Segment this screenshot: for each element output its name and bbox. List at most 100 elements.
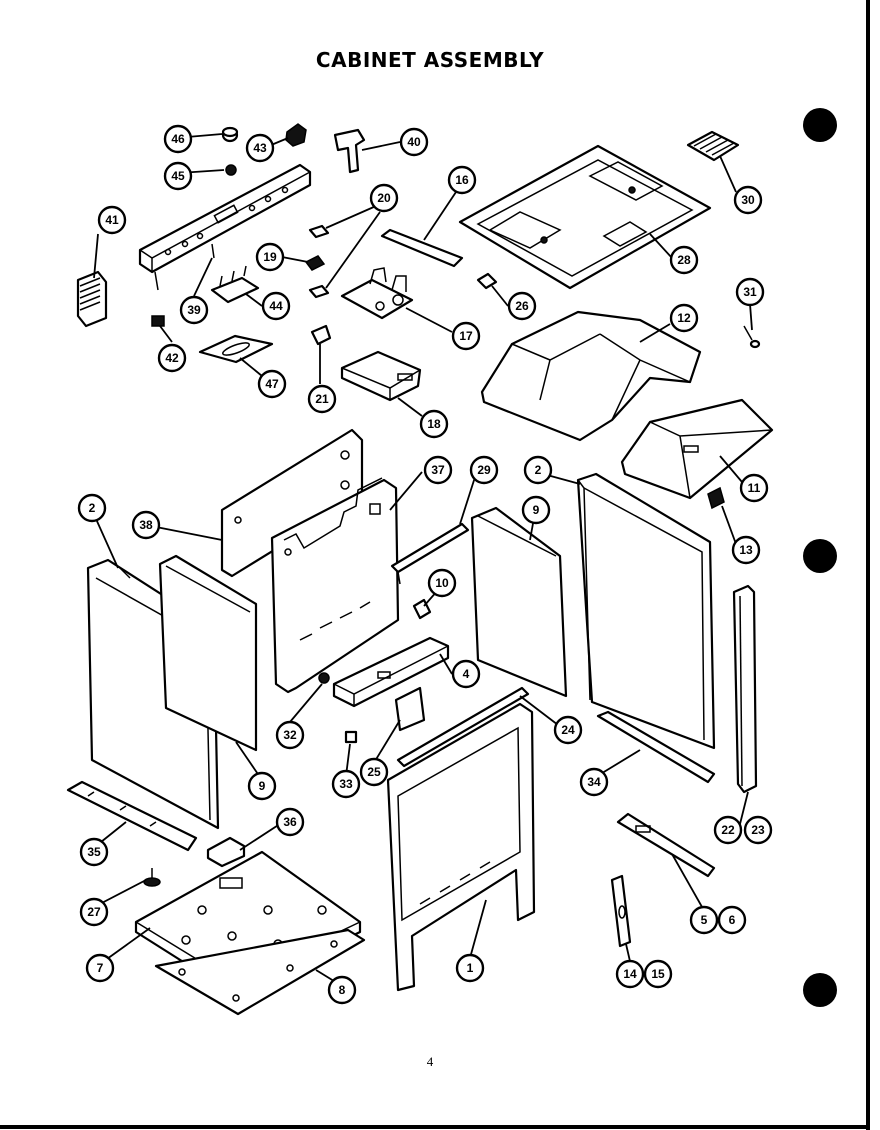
svg-text:9: 9 bbox=[259, 779, 266, 793]
svg-text:21: 21 bbox=[315, 392, 329, 406]
svg-text:6: 6 bbox=[729, 913, 736, 927]
callout-13: 13 bbox=[731, 535, 761, 565]
part-33-clip bbox=[344, 730, 358, 744]
svg-text:24: 24 bbox=[561, 723, 575, 737]
svg-text:11: 11 bbox=[748, 481, 761, 495]
svg-text:2: 2 bbox=[535, 463, 542, 477]
callout-31: 31 bbox=[735, 277, 765, 307]
part-19-clip bbox=[304, 255, 326, 271]
callout-39: 39 bbox=[179, 295, 209, 325]
svg-text:7: 7 bbox=[97, 961, 104, 975]
callout-25: 25 bbox=[359, 757, 389, 787]
callout-18: 18 bbox=[419, 409, 449, 439]
svg-text:2: 2 bbox=[89, 501, 96, 515]
svg-text:45: 45 bbox=[171, 169, 185, 183]
callout-22: 22 bbox=[713, 815, 743, 845]
svg-text:33: 33 bbox=[339, 777, 353, 791]
svg-text:42: 42 bbox=[165, 351, 179, 365]
part-36-clip bbox=[206, 836, 246, 868]
svg-text:36: 36 bbox=[283, 815, 297, 829]
svg-text:22: 22 bbox=[721, 823, 735, 837]
part-22-23-trim bbox=[732, 584, 758, 794]
part-14-15-bracket bbox=[610, 874, 632, 948]
svg-text:13: 13 bbox=[739, 543, 753, 557]
callout-26: 26 bbox=[507, 291, 537, 321]
part-17-valve-assembly bbox=[340, 267, 414, 320]
callout-16: 16 bbox=[447, 165, 477, 195]
svg-text:25: 25 bbox=[367, 765, 381, 779]
callout-47: 47 bbox=[257, 369, 287, 399]
part-28-cooktop bbox=[458, 144, 712, 290]
callout-2-left: 2 bbox=[77, 493, 107, 523]
callout-12: 12 bbox=[669, 303, 699, 333]
callout-28: 28 bbox=[669, 245, 699, 275]
svg-text:27: 27 bbox=[87, 905, 101, 919]
callout-37: 37 bbox=[423, 455, 453, 485]
svg-text:19: 19 bbox=[263, 250, 277, 264]
callout-30: 30 bbox=[733, 185, 763, 215]
binder-hole-middle bbox=[803, 539, 837, 573]
svg-text:4: 4 bbox=[463, 667, 470, 681]
part-45-knob bbox=[225, 164, 237, 176]
svg-text:32: 32 bbox=[283, 728, 297, 742]
callout-24: 24 bbox=[553, 715, 583, 745]
svg-text:30: 30 bbox=[741, 193, 755, 207]
callout-46: 46 bbox=[163, 124, 193, 154]
page-number: 4 bbox=[426, 1054, 434, 1069]
callout-21: 21 bbox=[307, 384, 337, 414]
svg-text:20: 20 bbox=[377, 191, 391, 205]
part-40-bracket bbox=[333, 128, 366, 174]
part-46-knob bbox=[221, 126, 239, 143]
callout-34: 34 bbox=[579, 767, 609, 797]
part-31-screw bbox=[743, 325, 761, 349]
part-20-clips bbox=[308, 224, 330, 299]
part-21-clip bbox=[310, 324, 332, 346]
svg-text:43: 43 bbox=[253, 141, 267, 155]
callout-9-right: 9 bbox=[521, 495, 551, 525]
binder-hole-top bbox=[803, 108, 837, 142]
callout-11: 11 bbox=[739, 473, 769, 503]
diagram-title: CABINET ASSEMBLY bbox=[315, 48, 545, 72]
callout-40: 40 bbox=[399, 127, 429, 157]
callout-36: 36 bbox=[275, 807, 305, 837]
callout-15: 15 bbox=[643, 959, 673, 989]
callout-5: 5 bbox=[689, 905, 719, 935]
part-9-inner-panel-right bbox=[470, 506, 568, 698]
svg-text:15: 15 bbox=[651, 967, 665, 981]
callout-43: 43 bbox=[245, 133, 275, 163]
callout-9-left: 9 bbox=[247, 771, 277, 801]
svg-text:46: 46 bbox=[171, 132, 185, 146]
svg-text:31: 31 bbox=[743, 285, 757, 299]
svg-text:28: 28 bbox=[677, 253, 691, 267]
part-2-side-panel-right bbox=[576, 472, 716, 750]
part-4-bracket bbox=[332, 636, 450, 708]
callout-42: 42 bbox=[157, 343, 187, 373]
part-8-bottom-plate bbox=[154, 928, 366, 1016]
callout-33: 33 bbox=[331, 769, 361, 799]
part-27-leveling-leg bbox=[143, 868, 161, 887]
callout-8: 8 bbox=[327, 975, 357, 1005]
callout-1: 1 bbox=[455, 953, 485, 983]
svg-text:34: 34 bbox=[587, 775, 601, 789]
part-26-clip bbox=[476, 272, 498, 290]
svg-text:37: 37 bbox=[431, 463, 445, 477]
part-39-control-panel bbox=[138, 163, 312, 291]
callout-20: 20 bbox=[369, 183, 399, 213]
part-37-rear-panel bbox=[270, 477, 400, 694]
callout-2-right: 2 bbox=[523, 455, 553, 485]
svg-text:10: 10 bbox=[435, 576, 449, 590]
part-42-clip bbox=[151, 315, 165, 327]
svg-text:16: 16 bbox=[455, 173, 469, 187]
svg-text:41: 41 bbox=[105, 213, 119, 227]
svg-text:23: 23 bbox=[751, 823, 765, 837]
callout-35: 35 bbox=[79, 837, 109, 867]
part-32-grommet bbox=[318, 672, 330, 684]
part-5-6-rail bbox=[616, 812, 716, 878]
part-24-strip bbox=[396, 686, 530, 768]
part-35-rail bbox=[66, 780, 198, 852]
part-30-grille bbox=[686, 130, 740, 162]
part-47-plate bbox=[198, 334, 274, 364]
part-44-switch bbox=[210, 265, 260, 304]
